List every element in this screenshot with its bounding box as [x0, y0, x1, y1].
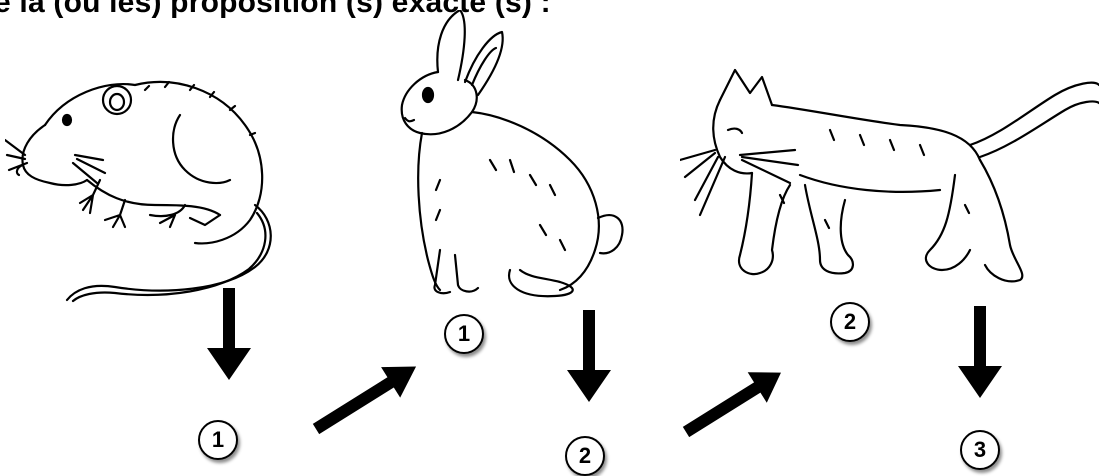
badge-rabbit-level: 2: [565, 436, 605, 476]
badge-rat-level: 1: [198, 420, 238, 460]
arrow-down-2: [567, 310, 611, 402]
badge-rabbit: 1: [444, 314, 484, 354]
badge-cat-level: 3: [960, 430, 1000, 470]
rabbit-icon: [380, 10, 640, 300]
arrow-down-1: [207, 288, 251, 380]
badge-cat: 2: [830, 302, 870, 342]
cat-icon: [680, 65, 1099, 290]
arrow-diagonal-2: [680, 362, 792, 438]
rat-icon: [5, 55, 295, 305]
arrow-down-3: [958, 306, 1002, 398]
arrow-diagonal-1: [310, 355, 428, 435]
